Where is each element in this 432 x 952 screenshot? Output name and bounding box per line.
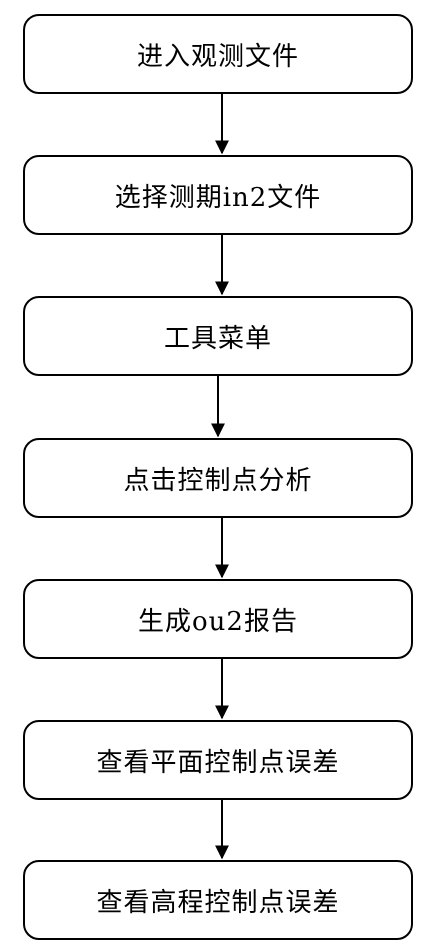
step-generate-ou2-report: 生成ou2报告 — [23, 579, 413, 659]
step-view-elevation-control-point-error: 查看高程控制点误差 — [23, 860, 413, 940]
step-tools-menu: 工具菜单 — [23, 296, 413, 376]
step-click-control-point-analysis: 点击控制点分析 — [23, 438, 413, 518]
step-view-planar-control-point-error: 查看平面控制点误差 — [23, 720, 413, 800]
step-enter-observation-file: 进入观测文件 — [23, 14, 413, 94]
step-select-in2-file: 选择测期in2文件 — [23, 155, 413, 235]
